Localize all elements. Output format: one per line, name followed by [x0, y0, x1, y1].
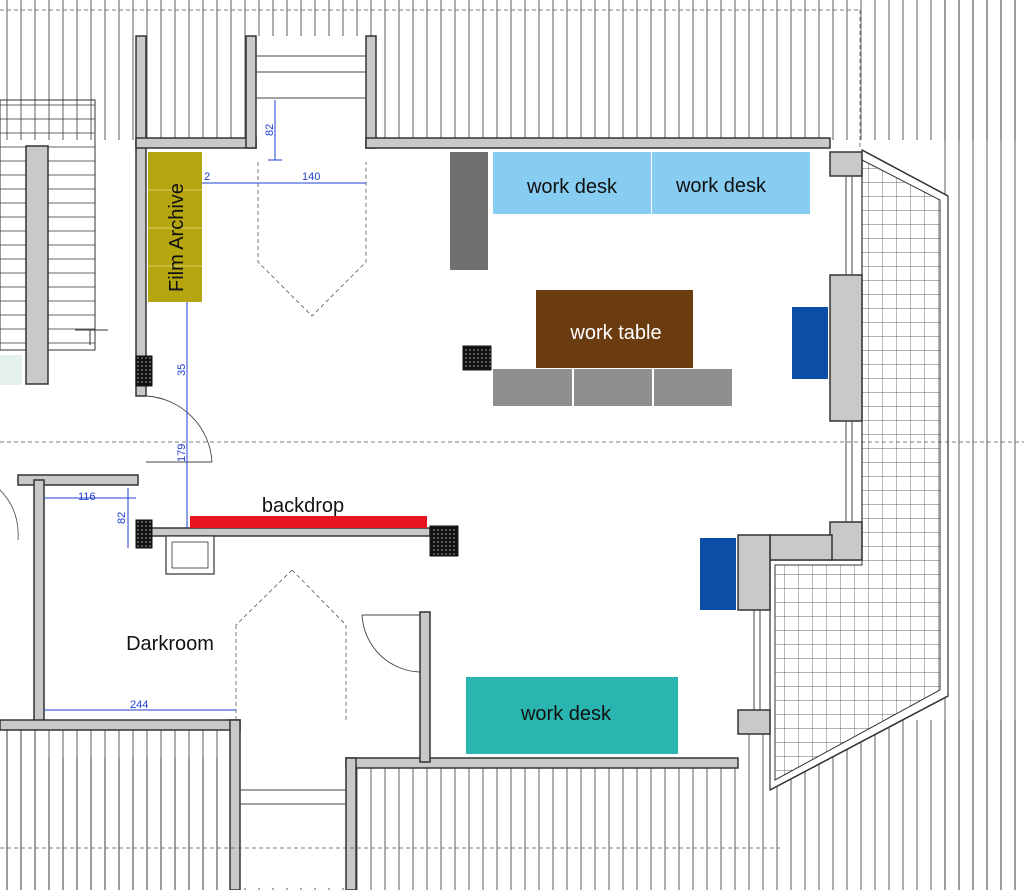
film-archive-label: Film Archive: [166, 183, 188, 292]
dimension-labels: 82 2 140 35 179 116 82 244: [78, 124, 320, 711]
sink: [165, 535, 215, 575]
work-desk-2-label: work desk: [675, 175, 767, 197]
darkroom-label: Darkroom: [126, 633, 214, 655]
dim-35: 35: [176, 364, 188, 376]
work-desk-2: work desk: [652, 152, 810, 214]
staircase: [0, 99, 108, 385]
dim-82-top: 82: [264, 124, 276, 136]
dim-82-left: 82: [116, 512, 128, 524]
dashed-guides: [0, 9, 1024, 849]
roof-opening-bottom: [240, 728, 352, 888]
dimension-lines: [44, 100, 366, 711]
blue-cabinet-lower: [700, 538, 736, 610]
work-desk-3: work desk: [466, 677, 678, 754]
roof-opening-top: [255, 36, 367, 146]
dim-179: 179: [176, 444, 188, 462]
dim-244: 244: [130, 699, 148, 711]
left-roof-lower: [0, 489, 240, 890]
work-desk-1-label: work desk: [526, 176, 618, 198]
work-table: work table: [536, 290, 693, 368]
dim-2: 2: [204, 171, 210, 183]
work-table-label: work table: [569, 322, 661, 344]
benches: [493, 369, 732, 406]
window-lines: [240, 55, 853, 805]
bay-window-grid: [769, 148, 949, 791]
structural-posts: [135, 345, 492, 557]
backdrop: backdrop: [190, 495, 427, 528]
walls: [0, 35, 863, 890]
dim-140: 140: [302, 171, 320, 183]
door-swings: [145, 395, 421, 673]
blue-cabinet-right: [792, 307, 828, 379]
backdrop-label: backdrop: [262, 495, 344, 517]
dim-116: 116: [78, 491, 96, 503]
storage-cabinet: [450, 152, 488, 270]
film-archive: Film Archive: [148, 152, 202, 302]
work-desk-3-label: work desk: [520, 703, 612, 725]
work-desk-1: work desk: [493, 152, 651, 214]
